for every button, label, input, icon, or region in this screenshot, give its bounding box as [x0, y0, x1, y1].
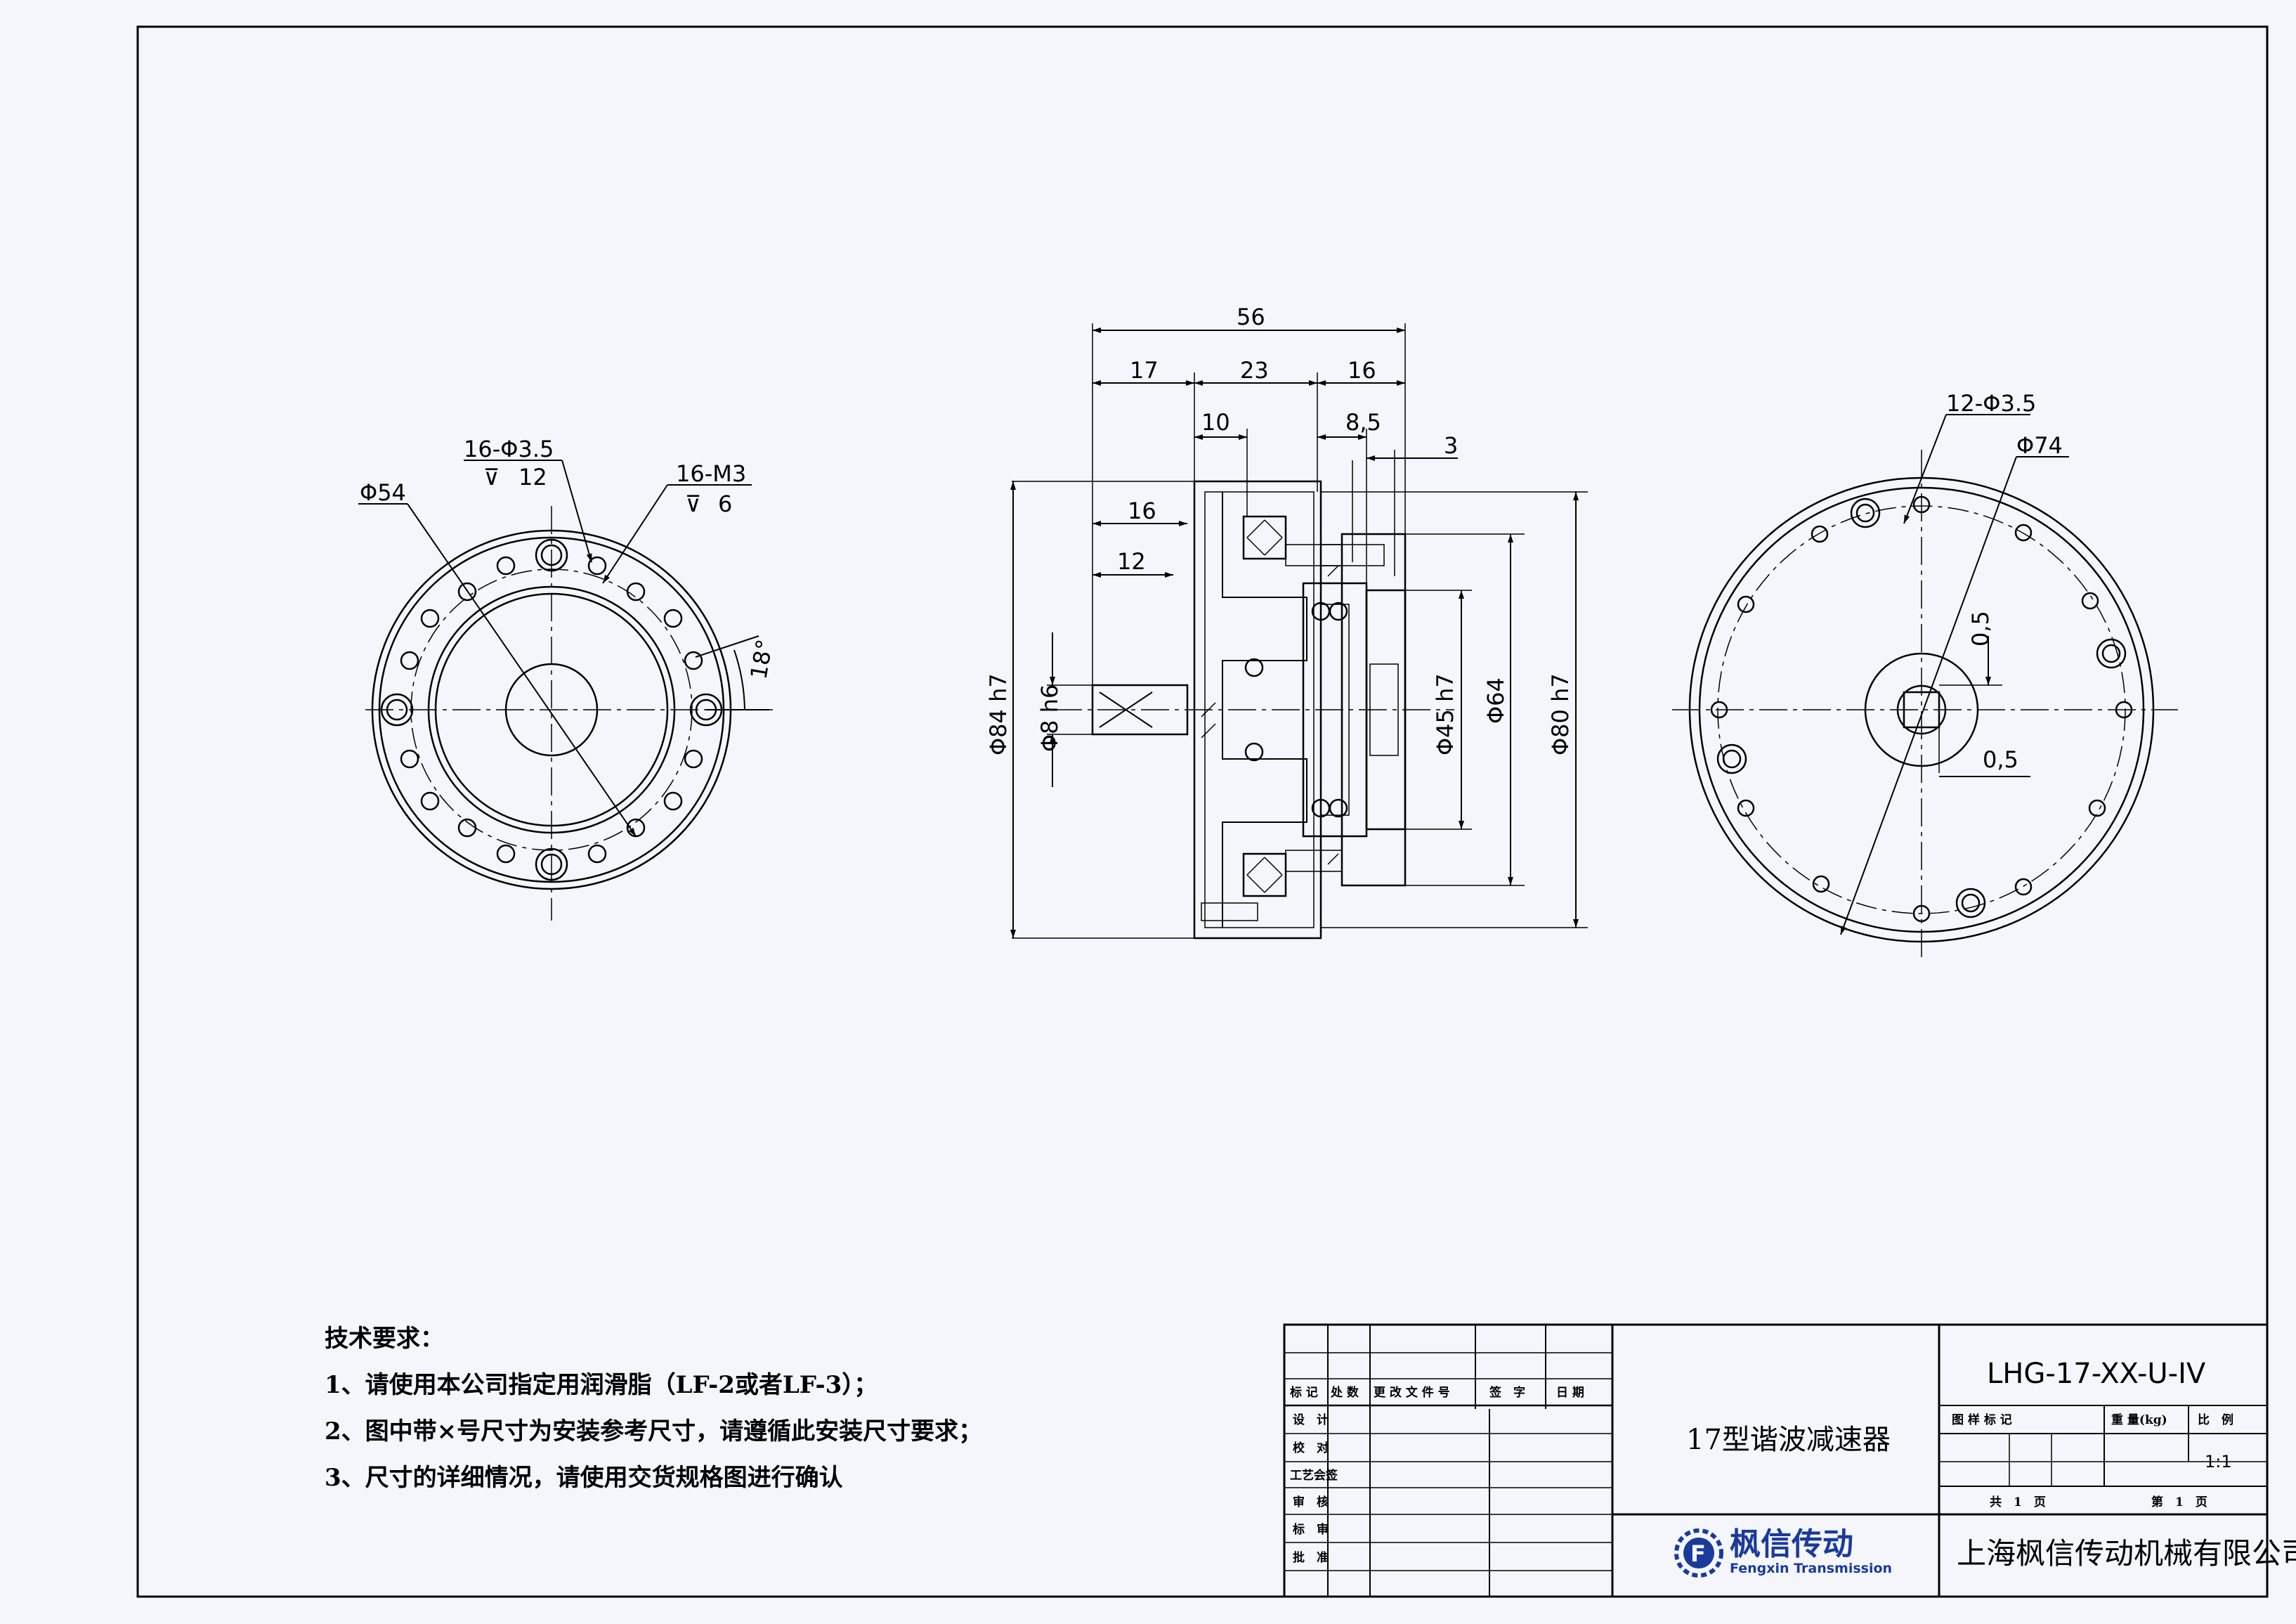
right-view — [1672, 414, 2178, 963]
technical-notes: 技术要求： 1、请使用本公司指定用润滑脂（LF-2或者LF-3）； 2、图中带×… — [325, 1316, 982, 1501]
dim-seg3: 16 — [1348, 357, 1376, 384]
logo-name-en: Fengxin Transmission — [1730, 1561, 1892, 1576]
dim-holes-a-depth: 12 — [518, 464, 547, 491]
tb-total-sheets: 共 1 页 — [1990, 1495, 2046, 1509]
dim-total-length: 56 — [1237, 304, 1265, 330]
tb-header-count: 处 数 — [1330, 1385, 1359, 1400]
dim-offset-v: 0,5 — [1967, 611, 1994, 647]
note-item: 1、请使用本公司指定用润滑脂（LF-2或者LF-3）； — [325, 1371, 878, 1399]
dim-angle: 18° — [745, 637, 778, 681]
dim-d8: Φ8 h6 — [1036, 684, 1063, 752]
side-view — [1010, 323, 1588, 940]
dim-d54: Φ54 — [360, 479, 406, 506]
drawing-border — [136, 25, 2269, 1598]
tb-product-name: 17型谐波减速器 — [1686, 1424, 1891, 1456]
dim-holes-a: 16-Φ3.5 — [464, 436, 554, 462]
dim-offset-h: 0,5 — [1983, 746, 2018, 773]
dim-seg2: 23 — [1240, 357, 1269, 384]
tb-row-review: 审 核 — [1293, 1495, 1329, 1509]
tb-row-check: 校 对 — [1293, 1441, 1329, 1455]
note-item: 3、尺寸的详细情况，请使用交货规格图进行确认 — [325, 1464, 843, 1492]
dim-seg1: 17 — [1130, 357, 1159, 384]
depth-icon-b: ⊽ — [685, 491, 701, 517]
tb-header-file: 更 改 文 件 号 — [1374, 1385, 1450, 1400]
dim-3: 3 — [1444, 432, 1458, 459]
tb-drawing-no: LHG-17-XX-U-IV — [1987, 1358, 2206, 1390]
dim-8-5: 8,5 — [1345, 409, 1381, 436]
dim-holes-b-depth: 6 — [718, 491, 732, 517]
right-bolt-holes — [1710, 495, 2133, 923]
logo-name-cn: 枫信传动 — [1730, 1526, 1853, 1562]
tb-meta-mark: 图 样 标 记 — [1952, 1412, 2012, 1427]
dim-d74: Φ74 — [2016, 432, 2063, 459]
dim-holes-b: 16-M3 — [676, 460, 746, 487]
dim-10: 10 — [1201, 409, 1230, 436]
note-item: 2、图中带×号尺寸为安装参考尺寸，请遵循此安装尺寸要求； — [325, 1417, 983, 1446]
depth-icon-a: ⊽ — [483, 464, 500, 491]
dim-12: 12 — [1117, 548, 1146, 575]
tb-row-design: 设 计 — [1293, 1412, 1329, 1427]
tb-company: 上海枫信传动机械有限公司 — [1957, 1536, 2296, 1571]
dim-d84: Φ84 h7 — [985, 673, 1012, 755]
notes-title: 技术要求： — [325, 1325, 444, 1353]
dim-right-holes: 12-Φ3.5 — [1946, 390, 2036, 417]
tb-scale-value: 1:1 — [2205, 1452, 2232, 1472]
tb-header-date: 日 期 — [1556, 1386, 1584, 1400]
left-view — [358, 460, 773, 921]
tb-sheet-no: 第 1 页 — [2151, 1495, 2207, 1509]
svg-text:F: F — [1690, 1540, 1706, 1567]
dim-16b: 16 — [1128, 498, 1156, 524]
dim-d45: Φ45 h7 — [1432, 673, 1459, 755]
tb-header-mark: 标 记 — [1290, 1385, 1318, 1400]
dim-d64: Φ64 — [1482, 677, 1509, 724]
tb-row-approve: 批 准 — [1293, 1550, 1329, 1565]
tb-meta-weight: 重 量(kg) — [2111, 1412, 2167, 1427]
left-bolt-holes — [380, 538, 723, 881]
tb-meta-scale: 比 例 — [2198, 1412, 2233, 1427]
company-logo: F — [1674, 1528, 1723, 1578]
tb-header-sign: 签 字 — [1489, 1385, 1525, 1400]
title-block — [1283, 1323, 2269, 1598]
tb-row-standard: 标 审 — [1293, 1522, 1329, 1537]
tb-row-process: 工艺会签 — [1290, 1468, 1338, 1483]
dim-d80: Φ80 h7 — [1547, 673, 1574, 755]
